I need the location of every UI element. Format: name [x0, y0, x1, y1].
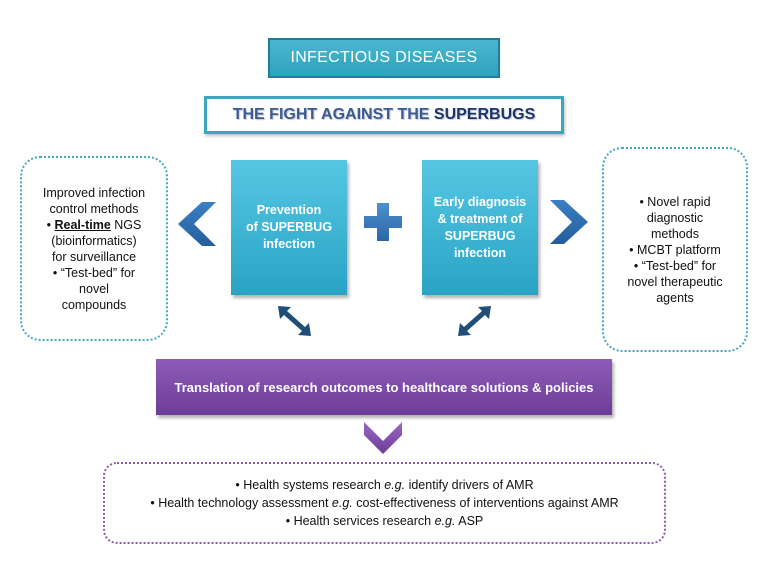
left-line1: Improved infection: [42, 185, 146, 200]
prevention-box: Prevention of SUPERBUG infection: [231, 160, 347, 295]
left-line7: novel: [79, 281, 109, 296]
left-infection-control-box: Improved infection control methods • Rea…: [20, 156, 168, 341]
subheader-part2: SUPERBUGS: [433, 106, 536, 123]
left-line5: for surveillance: [51, 249, 137, 264]
bottom-item2-prefix: • Health technology assessment: [150, 496, 332, 510]
left-line4: (bioinformatics): [51, 233, 137, 248]
down-chevron-icon: [364, 422, 402, 454]
plus-icon: [364, 203, 402, 241]
bottom-item1-prefix: • Health systems research: [235, 478, 385, 492]
right-line3: methods: [651, 226, 699, 241]
right-chevron-icon: [550, 200, 588, 244]
diagnosis-treatment-box: Early diagnosis & treatment of SUPERBUG …: [422, 160, 538, 295]
right-diagnostics-box: • Novel rapid diagnostic methods • MCBT …: [602, 147, 748, 352]
right-line2: diagnostic: [646, 210, 704, 225]
translation-bar: Translation of research outcomes to heal…: [156, 359, 612, 415]
prevention-line2: of SUPERBUG: [245, 220, 333, 234]
left-bullet1-rest: NGS: [110, 217, 142, 232]
diagnosis-line2: & treatment of: [437, 211, 523, 226]
subheader-title-box: THE FIGHT AGAINST THE SUPERBUGS: [204, 96, 564, 134]
right-line5: • “Test-bed” for: [633, 258, 717, 273]
translation-text: Translation of research outcomes to heal…: [174, 379, 594, 395]
header-title-box: INFECTIOUS DISEASES: [268, 38, 500, 78]
right-line7: agents: [656, 290, 694, 305]
bottom-item3-suffix: ASP: [455, 514, 484, 528]
bottom-item1: • Health systems research e.g. identify …: [235, 476, 533, 494]
diagnosis-line4: infection: [453, 245, 507, 260]
left-double-arrow-icon: [278, 306, 311, 336]
left-chevron-icon: [178, 202, 216, 246]
diagnosis-line1: Early diagnosis: [433, 194, 527, 209]
right-line6: novel therapeutic: [627, 274, 723, 289]
right-line1: • Novel rapid: [639, 194, 711, 209]
bottom-item3: • Health services research e.g. ASP: [286, 512, 484, 530]
right-double-arrow-icon: [458, 306, 491, 336]
left-bullet1: • Real-time NGS: [46, 217, 142, 232]
left-bullet1-strong: Real-time: [54, 217, 111, 232]
left-line2: control methods: [49, 201, 139, 216]
bottom-item3-eg: e.g.: [434, 514, 456, 528]
left-bullet2: • “Test-bed” for: [52, 265, 136, 280]
bottom-item2-eg: e.g.: [331, 496, 353, 510]
bottom-item1-eg: e.g.: [384, 478, 406, 492]
header-title: INFECTIOUS DISEASES: [290, 49, 478, 66]
health-research-box: • Health systems research e.g. identify …: [103, 462, 666, 544]
diagnosis-line3: SUPERBUG: [444, 228, 516, 243]
prevention-line1: Prevention: [256, 203, 322, 217]
prevention-line3: infection: [262, 237, 316, 251]
bottom-item2: • Health technology assessment e.g. cost…: [150, 494, 618, 512]
bottom-item1-suffix: identify drivers of AMR: [405, 478, 534, 492]
subheader-part1: THE FIGHT AGAINST THE: [232, 106, 434, 123]
bottom-item3-prefix: • Health services research: [285, 514, 435, 528]
bottom-item2-suffix: cost-effectiveness of interventions agai…: [352, 496, 619, 510]
right-line4: • MCBT platform: [629, 242, 721, 257]
left-line8: compounds: [61, 297, 127, 312]
